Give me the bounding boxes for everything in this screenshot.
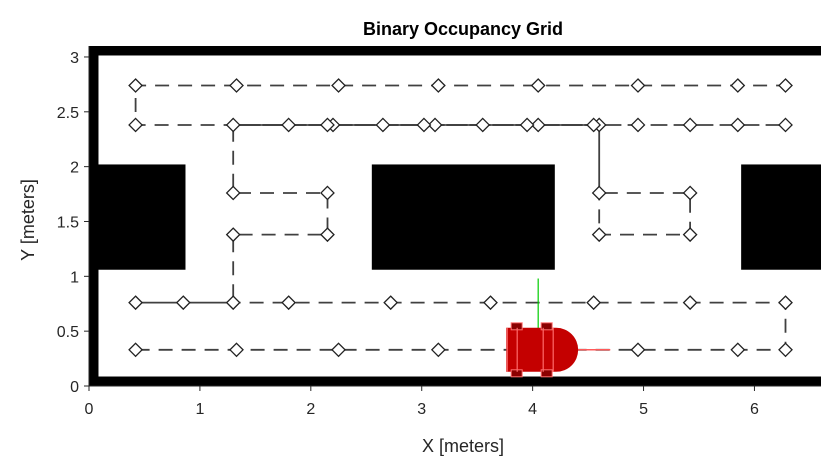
waypoint-marker (591, 227, 607, 243)
waypoint-marker (281, 295, 297, 311)
y-tick-label: 0.5 (57, 324, 79, 341)
waypoint-marker (383, 295, 399, 311)
x-tick-label: 0 (85, 401, 94, 418)
x-tick-label: 4 (528, 401, 537, 418)
waypoint-marker (225, 117, 241, 133)
robot-body (506, 327, 579, 372)
y-tick-label: 1 (70, 269, 79, 286)
map-border (89, 46, 821, 386)
y-tick-label: 3 (70, 50, 79, 67)
waypoint-marker (682, 117, 698, 133)
waypoint-marker (591, 185, 607, 201)
waypoint-marker (427, 117, 443, 133)
waypoint-marker (682, 185, 698, 201)
waypoint-marker (530, 78, 546, 93)
waypoint-marker (331, 78, 346, 93)
center-obstacle (371, 164, 555, 270)
robot (506, 278, 611, 378)
robot-wheel (540, 369, 553, 378)
waypoint-marker (630, 78, 646, 93)
robot-wheel (540, 322, 553, 331)
waypoint-marker (128, 295, 144, 311)
waypoint-marker (730, 117, 746, 133)
waypoint-marker (281, 117, 297, 133)
border-left (89, 46, 99, 386)
waypoint-marker (730, 78, 746, 93)
waypoint-marker (225, 295, 241, 311)
waypoint-marker (682, 227, 698, 243)
x-axis-label: X [meters] (422, 436, 504, 456)
y-axis-ticks: 0 0.5 1 1.5 2 2.5 3 (57, 46, 90, 396)
right-obstacle (741, 164, 821, 270)
border-top (89, 46, 821, 56)
path-layer (128, 78, 793, 358)
waypoint-marker (630, 342, 646, 358)
waypoint-marker (128, 342, 144, 358)
waypoint-marker (586, 117, 602, 133)
y-axis-label: Y [meters] (18, 179, 38, 261)
chart-title: Binary Occupancy Grid (363, 19, 563, 39)
waypoint-marker (128, 78, 144, 93)
waypoint-marker (128, 117, 144, 133)
waypoint-marker (630, 117, 646, 133)
x-tick-label: 3 (417, 401, 426, 418)
waypoint-marker (430, 78, 446, 93)
waypoint-marker (229, 342, 244, 358)
waypoint-marker (416, 117, 432, 133)
plot-area (89, 46, 821, 386)
x-tick-label: 2 (306, 401, 315, 418)
x-tick-label: 5 (639, 401, 648, 418)
waypoint-marker (229, 78, 244, 93)
waypoint-marker (225, 185, 241, 201)
waypoint-marker (519, 117, 535, 133)
waypoint-marker (320, 185, 335, 201)
waypoint-marker (175, 295, 191, 311)
waypoint-marker (331, 342, 346, 358)
x-tick-label: 6 (750, 401, 759, 418)
waypoint-marker (530, 117, 546, 133)
waypoint-marker (586, 295, 602, 311)
left-obstacle (89, 164, 186, 270)
obstacles-layer (89, 164, 821, 270)
waypoint-marker (778, 295, 793, 311)
y-tick-label: 0 (70, 379, 79, 396)
waypoint-marker (778, 342, 793, 358)
x-axis-ticks: 0 1 2 3 4 5 6 (85, 385, 821, 418)
waypoint-marker (225, 227, 241, 243)
y-tick-label: 2 (70, 160, 79, 177)
x-tick-label: 1 (195, 401, 204, 418)
waypoint-marker (483, 295, 498, 311)
waypoint-marker (682, 295, 698, 311)
waypoint-marker (320, 227, 335, 243)
waypoint-marker (730, 342, 746, 358)
y-tick-label: 1.5 (57, 214, 79, 231)
waypoint-marker (375, 117, 391, 133)
waypoint-marker (475, 117, 491, 133)
waypoint-marker (430, 342, 446, 358)
border-bottom (89, 376, 821, 386)
waypoint-marker (320, 117, 335, 133)
waypoint-marker (778, 117, 793, 133)
y-tick-label: 2.5 (57, 105, 79, 122)
waypoint-marker (778, 78, 793, 93)
